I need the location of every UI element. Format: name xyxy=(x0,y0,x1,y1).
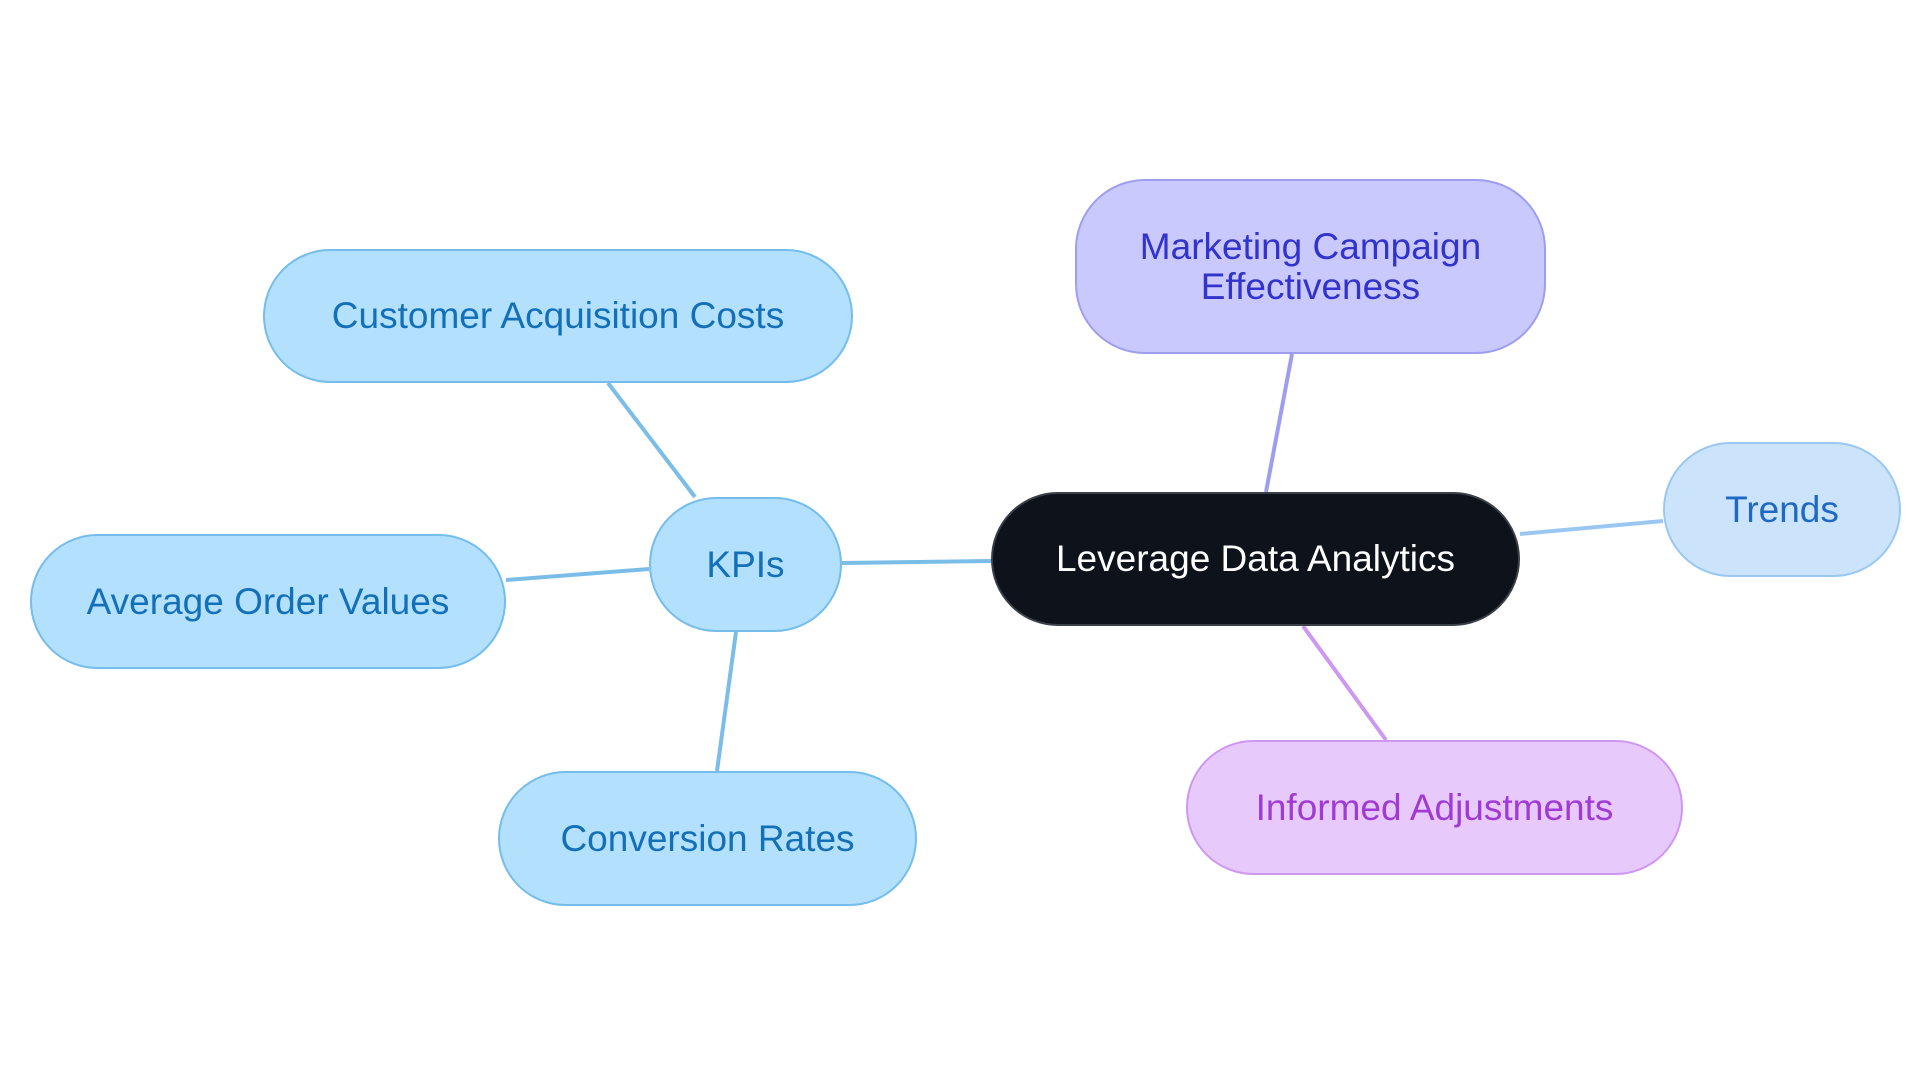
average-order-values-node[interactable]: Average Order Values xyxy=(30,534,506,669)
conversion-rates-node[interactable]: Conversion Rates xyxy=(498,771,917,906)
root-node[interactable]: Leverage Data Analytics xyxy=(991,492,1520,626)
trends-label: Trends xyxy=(1725,488,1839,530)
edge-root-kpis xyxy=(841,559,992,565)
root-node-label: Leverage Data Analytics xyxy=(1055,538,1455,579)
marketing-campaign-effectiveness-node[interactable]: Marketing Campaign Effectiveness xyxy=(1075,179,1546,354)
informed-adjustments-node[interactable]: Informed Adjustments xyxy=(1186,740,1683,875)
conversion-rates-label: Conversion Rates xyxy=(560,817,855,859)
informed-adjustments-label: Informed Adjustments xyxy=(1255,786,1614,828)
edge-root-marketing xyxy=(1264,353,1294,493)
average-order-values-label: Average Order Values xyxy=(86,580,450,622)
edge-kpis-conversion xyxy=(715,631,738,772)
customer-acquisition-costs-node[interactable]: Customer Acquisition Costs xyxy=(263,249,853,383)
customer-acquisition-costs-label: Customer Acquisition Costs xyxy=(331,295,785,336)
edge-root-trends xyxy=(1519,519,1664,536)
marketing-campaign-effectiveness-label: Marketing Campaign Effectiveness xyxy=(1139,225,1482,307)
kpis-node[interactable]: KPIs xyxy=(649,497,842,632)
edge-kpis-cac xyxy=(606,381,697,499)
edge-kpis-aov xyxy=(505,567,650,582)
edge-root-informed xyxy=(1301,624,1388,742)
kpis-node-label: KPIs xyxy=(706,543,785,585)
trends-node[interactable]: Trends xyxy=(1663,442,1901,577)
